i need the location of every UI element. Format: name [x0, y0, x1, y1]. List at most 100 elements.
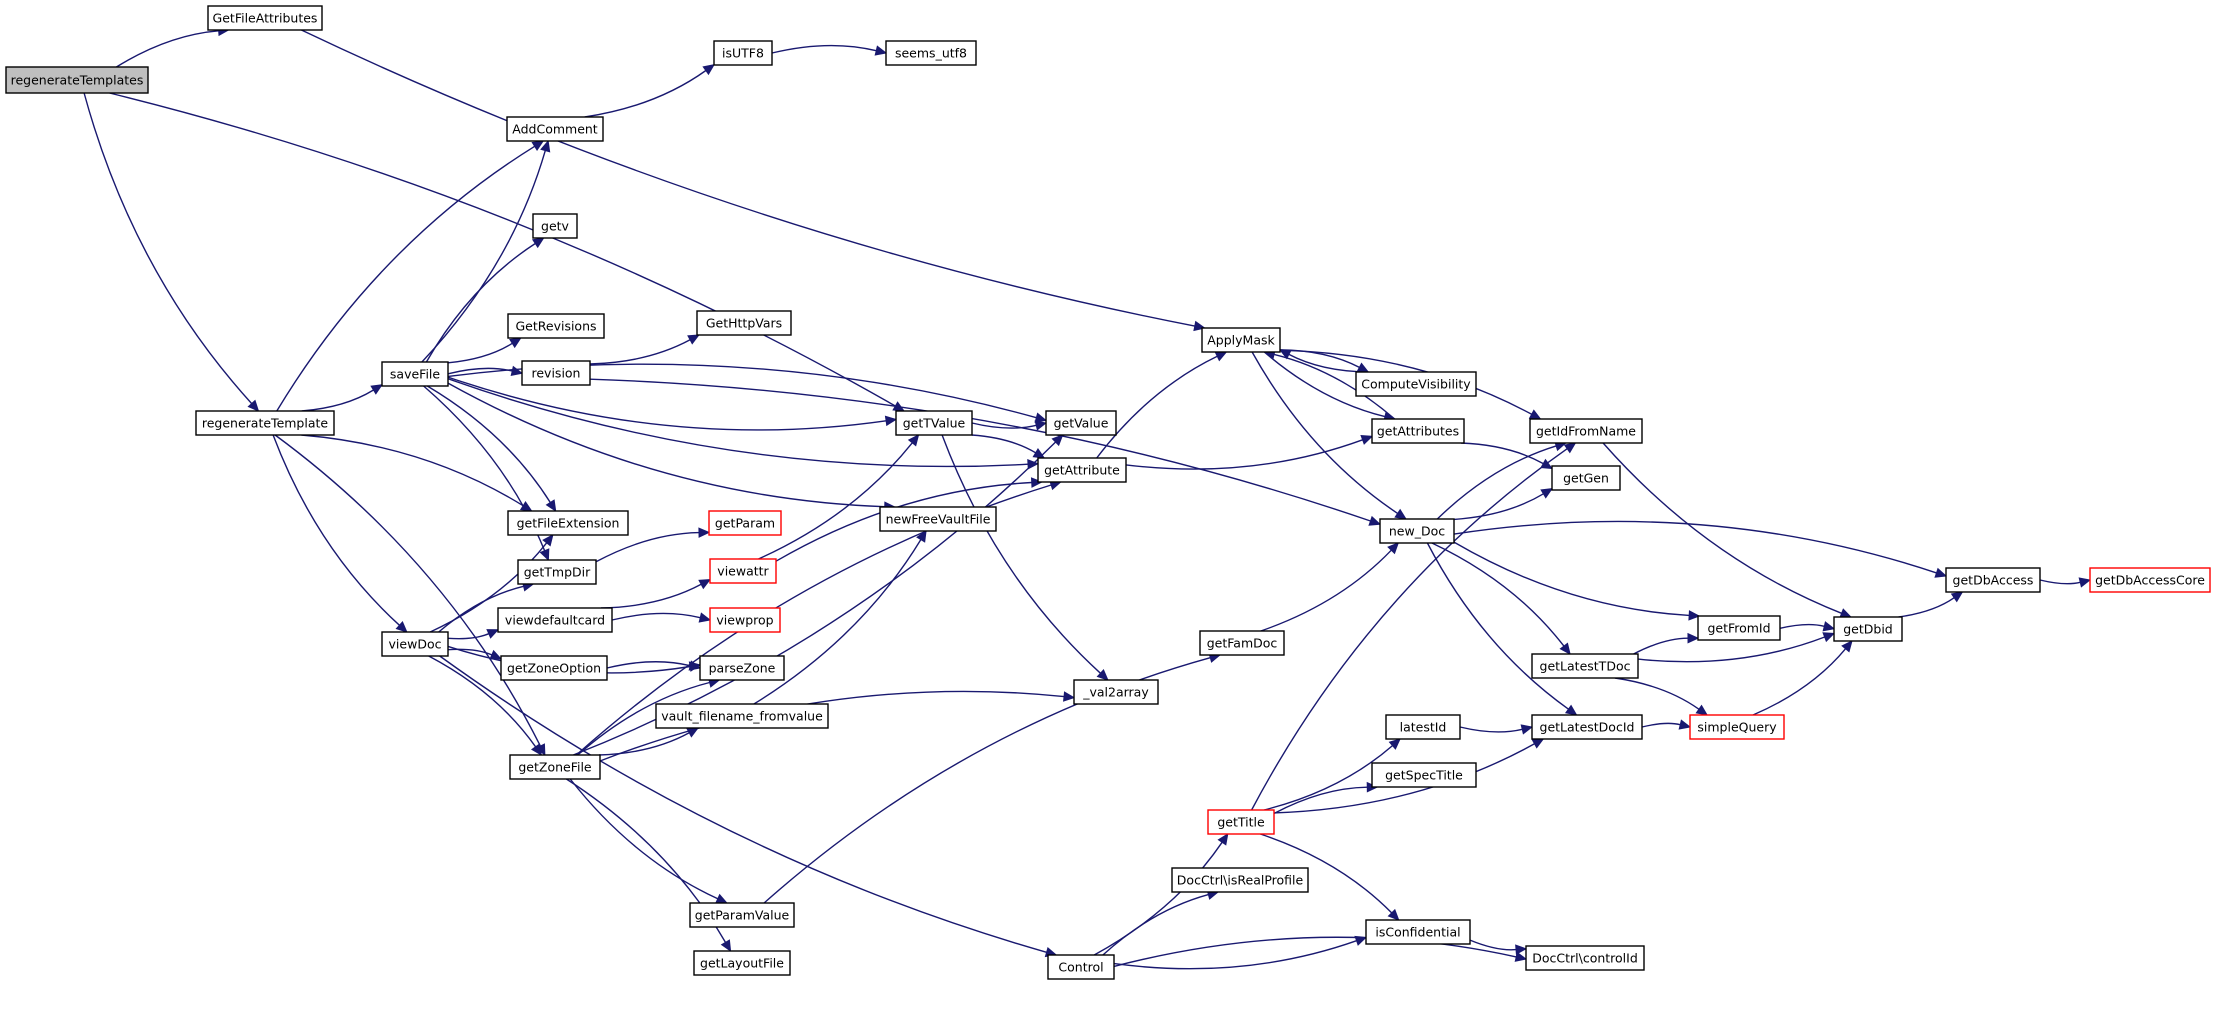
- node-GetFileAttributes[interactable]: GetFileAttributes: [207, 5, 323, 31]
- node-getFileExtension[interactable]: getFileExtension: [507, 510, 629, 536]
- node-box[interactable]: [1551, 465, 1621, 491]
- node-simpleQuery[interactable]: simpleQuery: [1689, 714, 1785, 740]
- node-box[interactable]: [693, 950, 791, 976]
- node-parseZone[interactable]: parseZone: [699, 655, 785, 681]
- node-GetRevisions[interactable]: GetRevisions: [507, 313, 605, 339]
- node-box[interactable]: [517, 559, 597, 585]
- node-controlId[interactable]: DocCtrl\controlId: [1525, 945, 1645, 971]
- node-box[interactable]: [1529, 418, 1643, 444]
- node-getTValue[interactable]: getTValue: [895, 410, 973, 436]
- node-getDbid[interactable]: getDbid: [1833, 616, 1903, 642]
- node-box[interactable]: [655, 703, 829, 729]
- node-getGen[interactable]: getGen: [1551, 465, 1621, 491]
- node-getAttributes[interactable]: getAttributes: [1371, 418, 1465, 444]
- node-box[interactable]: [1833, 616, 1903, 642]
- node-AddComment[interactable]: AddComment: [506, 116, 604, 142]
- node-regenerateTemplate[interactable]: regenerateTemplate: [195, 410, 335, 436]
- node-isConfidential[interactable]: isConfidential: [1365, 919, 1471, 945]
- node-box[interactable]: [1697, 615, 1781, 641]
- node-box[interactable]: [381, 631, 449, 657]
- node-box[interactable]: [1201, 327, 1281, 353]
- node-box[interactable]: [1531, 653, 1639, 679]
- node-box[interactable]: [207, 5, 323, 31]
- node-box[interactable]: [381, 361, 449, 387]
- node-getDbAccessCore[interactable]: getDbAccessCore: [2089, 567, 2211, 593]
- node-box[interactable]: [1371, 418, 1465, 444]
- node-getZoneOption[interactable]: getZoneOption: [500, 655, 608, 681]
- node-box[interactable]: [507, 313, 605, 339]
- node-isRealProfile[interactable]: DocCtrl\isRealProfile: [1171, 867, 1309, 893]
- node-box[interactable]: [1045, 410, 1117, 436]
- node-viewattr[interactable]: viewattr: [709, 558, 777, 584]
- node-getv[interactable]: getv: [532, 213, 578, 239]
- node-vault_filename_fromvalue[interactable]: vault_filename_fromvalue: [655, 703, 829, 729]
- node-getDbAccess[interactable]: getDbAccess: [1945, 567, 2041, 593]
- node-_val2array[interactable]: _val2array: [1073, 679, 1159, 705]
- node-saveFile[interactable]: saveFile: [381, 361, 449, 387]
- node-box[interactable]: [895, 410, 973, 436]
- node-box[interactable]: [709, 607, 781, 633]
- node-box[interactable]: [5, 66, 149, 94]
- node-box[interactable]: [1207, 809, 1275, 835]
- node-getTmpDir[interactable]: getTmpDir: [517, 559, 597, 585]
- node-Control[interactable]: Control: [1047, 954, 1115, 980]
- node-newFreeVaultFile[interactable]: newFreeVaultFile: [879, 506, 997, 532]
- node-getFromId[interactable]: getFromId: [1697, 615, 1781, 641]
- node-getSpecTitle[interactable]: getSpecTitle: [1371, 762, 1477, 788]
- node-box[interactable]: [1199, 630, 1285, 656]
- node-ComputeVisibility[interactable]: ComputeVisibility: [1355, 371, 1477, 397]
- node-getLatestTDoc[interactable]: getLatestTDoc: [1531, 653, 1639, 679]
- node-box[interactable]: [1379, 518, 1455, 544]
- node-box[interactable]: [879, 506, 997, 532]
- node-box[interactable]: [500, 655, 608, 681]
- node-box[interactable]: [713, 40, 773, 66]
- node-getLayoutFile[interactable]: getLayoutFile: [693, 950, 791, 976]
- node-box[interactable]: [195, 410, 335, 436]
- node-getZoneFile[interactable]: getZoneFile: [509, 754, 601, 780]
- node-getLatestDocId[interactable]: getLatestDocId: [1531, 714, 1643, 740]
- node-box[interactable]: [532, 213, 578, 239]
- node-seems_utf8[interactable]: seems_utf8: [885, 40, 977, 66]
- node-box[interactable]: [521, 360, 591, 386]
- node-new_Doc[interactable]: new_Doc: [1379, 518, 1455, 544]
- node-getParam[interactable]: getParam: [708, 510, 782, 536]
- node-box[interactable]: [1385, 714, 1461, 740]
- node-box[interactable]: [1047, 954, 1115, 980]
- node-viewDoc[interactable]: viewDoc: [381, 631, 449, 657]
- node-box[interactable]: [1945, 567, 2041, 593]
- node-box[interactable]: [709, 558, 777, 584]
- node-box[interactable]: [1365, 919, 1471, 945]
- node-box[interactable]: [699, 655, 785, 681]
- node-revision[interactable]: revision: [521, 360, 591, 386]
- node-box[interactable]: [2089, 567, 2211, 593]
- node-box[interactable]: [1171, 867, 1309, 893]
- node-box[interactable]: [1371, 762, 1477, 788]
- node-regenerateTemplates[interactable]: regenerateTemplates: [5, 66, 149, 94]
- node-getValue[interactable]: getValue: [1045, 410, 1117, 436]
- node-getAttribute[interactable]: getAttribute: [1037, 457, 1127, 483]
- node-viewprop[interactable]: viewprop: [709, 607, 781, 633]
- node-box[interactable]: [1525, 945, 1645, 971]
- node-getFamDoc[interactable]: getFamDoc: [1199, 630, 1285, 656]
- node-viewdefaultcard[interactable]: viewdefaultcard: [497, 607, 613, 633]
- node-latestId[interactable]: latestId: [1385, 714, 1461, 740]
- node-isUTF8[interactable]: isUTF8: [713, 40, 773, 66]
- node-box[interactable]: [509, 754, 601, 780]
- node-box[interactable]: [507, 510, 629, 536]
- node-getTitle[interactable]: getTitle: [1207, 809, 1275, 835]
- node-box[interactable]: [1355, 371, 1477, 397]
- node-ApplyMask[interactable]: ApplyMask: [1201, 327, 1281, 353]
- node-box[interactable]: [1073, 679, 1159, 705]
- node-box[interactable]: [497, 607, 613, 633]
- node-box[interactable]: [885, 40, 977, 66]
- node-box[interactable]: [1037, 457, 1127, 483]
- node-getIdFromName[interactable]: getIdFromName: [1529, 418, 1643, 444]
- node-box[interactable]: [689, 902, 795, 928]
- node-box[interactable]: [708, 510, 782, 536]
- node-box[interactable]: [1689, 714, 1785, 740]
- node-getParamValue[interactable]: getParamValue: [689, 902, 795, 928]
- node-box[interactable]: [1531, 714, 1643, 740]
- node-box[interactable]: [696, 310, 792, 336]
- node-GetHttpVars[interactable]: GetHttpVars: [696, 310, 792, 336]
- node-box[interactable]: [506, 116, 604, 142]
